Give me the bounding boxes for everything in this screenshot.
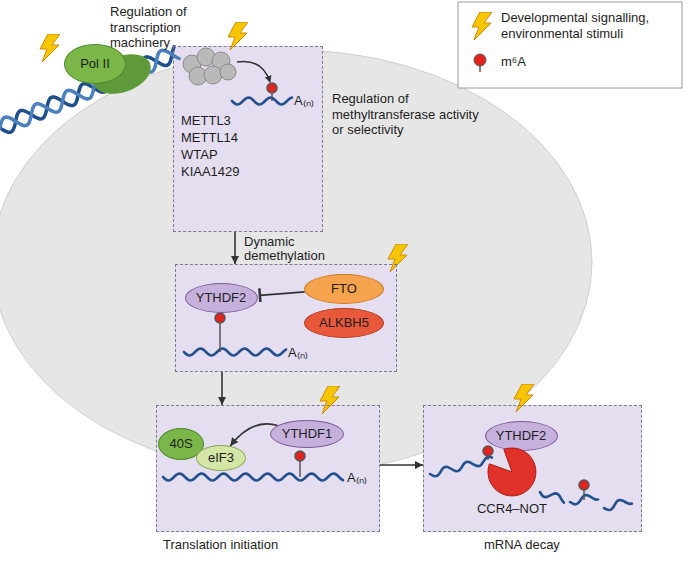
box-fill [175, 264, 397, 372]
box-text: mRNA decay [484, 537, 560, 553]
box-text: METTL3 [181, 113, 231, 129]
box-text: WTAP [181, 147, 218, 163]
box-text: A₍ₙ₎ [288, 345, 308, 361]
methyltransferase-box: METTL3METTL14WTAPKIAA1429A₍ₙ₎Regulation … [173, 46, 323, 232]
pacman-outline [486, 446, 538, 498]
edge-label: Dynamic demethylation [244, 235, 344, 263]
node-label: FTO [331, 281, 357, 297]
methylation-arrow [237, 61, 270, 82]
eraser-ellipse: ALKBH5 [304, 308, 384, 338]
node-label: eIF3 [208, 450, 234, 466]
deadenylase-shape: CCR4–NOT [486, 446, 538, 498]
node-label: YTHDF2 [196, 290, 247, 306]
rna-strands [163, 98, 632, 511]
legend-text: Developmental signalling, environmental … [501, 10, 677, 41]
box-text: A₍ₙ₎ [347, 470, 367, 486]
box-heading: Regulation of methyltransferase activity… [332, 91, 482, 138]
decay-box: mRNA decayYTHDF2CCR4–NOT [423, 405, 642, 532]
methyltransferase-complex [183, 48, 236, 85]
box-fill [423, 405, 642, 532]
arrow-connector [380, 464, 423, 466]
box-text: METTL14 [181, 130, 238, 146]
box-heading: Translation initiation [163, 537, 278, 553]
m6a-pins [215, 83, 589, 500]
box-fill [173, 46, 323, 232]
reader-ellipse: YTHDF2 [485, 421, 558, 451]
factor-ellipse: eIF3 [196, 445, 246, 471]
annotation-label: Regulation of transcription machinery [110, 4, 202, 51]
translation-box: A₍ₙ₎Translation initiation40SeIF3YTHDF1 [156, 405, 380, 532]
legend-box [458, 2, 682, 88]
legend-text: m⁶A [501, 54, 526, 70]
node-label: YTHDF2 [496, 428, 547, 444]
dna-helix [0, 47, 179, 133]
node-label: Pol II [80, 56, 110, 72]
reader-ellipse: YTHDF1 [270, 420, 344, 448]
box-text: KIAA1429 [181, 164, 240, 180]
node-label: CCR4–NOT [477, 501, 547, 517]
node-label: ALKBH5 [319, 315, 369, 331]
box-text: A₍ₙ₎ [294, 93, 314, 109]
arrow-connector [234, 232, 236, 264]
arrow-connector [221, 372, 223, 405]
eraser-ellipse: FTO [304, 274, 384, 304]
reader-ellipse: YTHDF2 [185, 283, 258, 313]
node-label: 40S [169, 436, 192, 452]
node-label: YTHDF1 [282, 426, 333, 442]
demethylation-box: A₍ₙ₎ YTHDF2 FTO ALKBH5 [175, 264, 397, 372]
box-fill [156, 405, 380, 532]
inhibition-connector [260, 292, 305, 296]
